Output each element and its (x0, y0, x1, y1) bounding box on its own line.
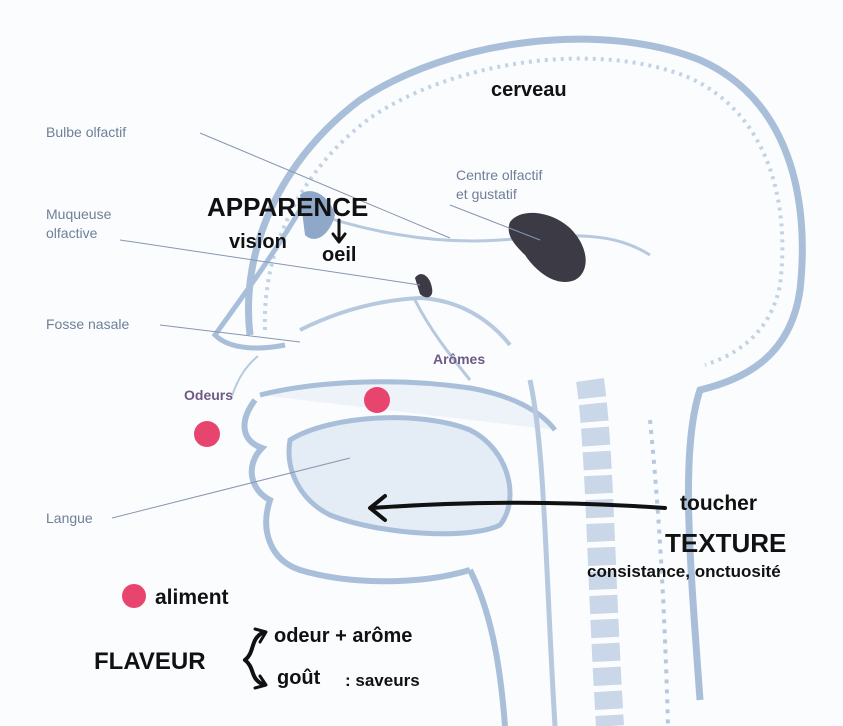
skull-inner (262, 56, 785, 367)
leader-langue (111, 457, 351, 519)
label-cerveau: cerveau (491, 79, 567, 101)
label-apparence: APPARENCE (207, 192, 369, 222)
nose-profile (211, 208, 303, 351)
label-centre-gustatif: et gustatif (456, 186, 517, 202)
label-vision: vision (229, 231, 287, 253)
leader-muqueuse (119, 239, 421, 286)
brain-base (304, 208, 651, 257)
neck-back (648, 419, 670, 726)
tongue (286, 415, 513, 537)
label-centre-olfactif: Centre olfactif (456, 167, 543, 183)
olfactory-bulb (300, 191, 335, 239)
dot-aliment (122, 584, 146, 608)
label-bulbe-olfactif: Bulbe olfactif (46, 124, 127, 140)
leader-centre (449, 204, 541, 241)
flaveur-branch-up-icon (243, 631, 264, 662)
label-texture: TEXTURE (665, 528, 787, 558)
toucher-arrow-icon (370, 500, 667, 510)
nasal-cavity (299, 295, 512, 347)
label-aromes: Arômes (433, 351, 486, 367)
label-odeur-arome: odeur + arôme (274, 625, 413, 647)
label-toucher: toucher (680, 492, 758, 515)
label-oeil: oeil (322, 244, 357, 266)
dot-odeurs (194, 421, 220, 447)
label-fosse-nasale: Fosse nasale (46, 316, 130, 332)
leader-bulbe (199, 132, 451, 239)
label-aliment: aliment (155, 586, 229, 609)
label-saveurs: : saveurs (345, 671, 420, 690)
spine (576, 378, 624, 726)
lips-chin (241, 398, 471, 585)
label-flaveur: FLAVEUR (94, 648, 206, 675)
label-gout: goût (277, 667, 321, 689)
olfactory-mucosa (415, 274, 433, 298)
label-consistance: consistance, onctuosité (587, 562, 781, 581)
flaveur-branch-down-icon (243, 658, 264, 686)
label-olfactive: olfactive (46, 225, 98, 241)
skull-outline (245, 35, 806, 701)
palate (259, 379, 557, 432)
dot-palate (364, 387, 390, 413)
olfactory-center (508, 212, 586, 282)
pharynx (527, 379, 558, 726)
label-langue: Langue (46, 510, 93, 526)
throat (467, 568, 508, 726)
label-odeurs: Odeurs (184, 387, 234, 403)
leader-fosse (159, 324, 301, 343)
label-muqueuse: Muqueuse (46, 206, 112, 222)
aroma-arrow (413, 299, 472, 381)
